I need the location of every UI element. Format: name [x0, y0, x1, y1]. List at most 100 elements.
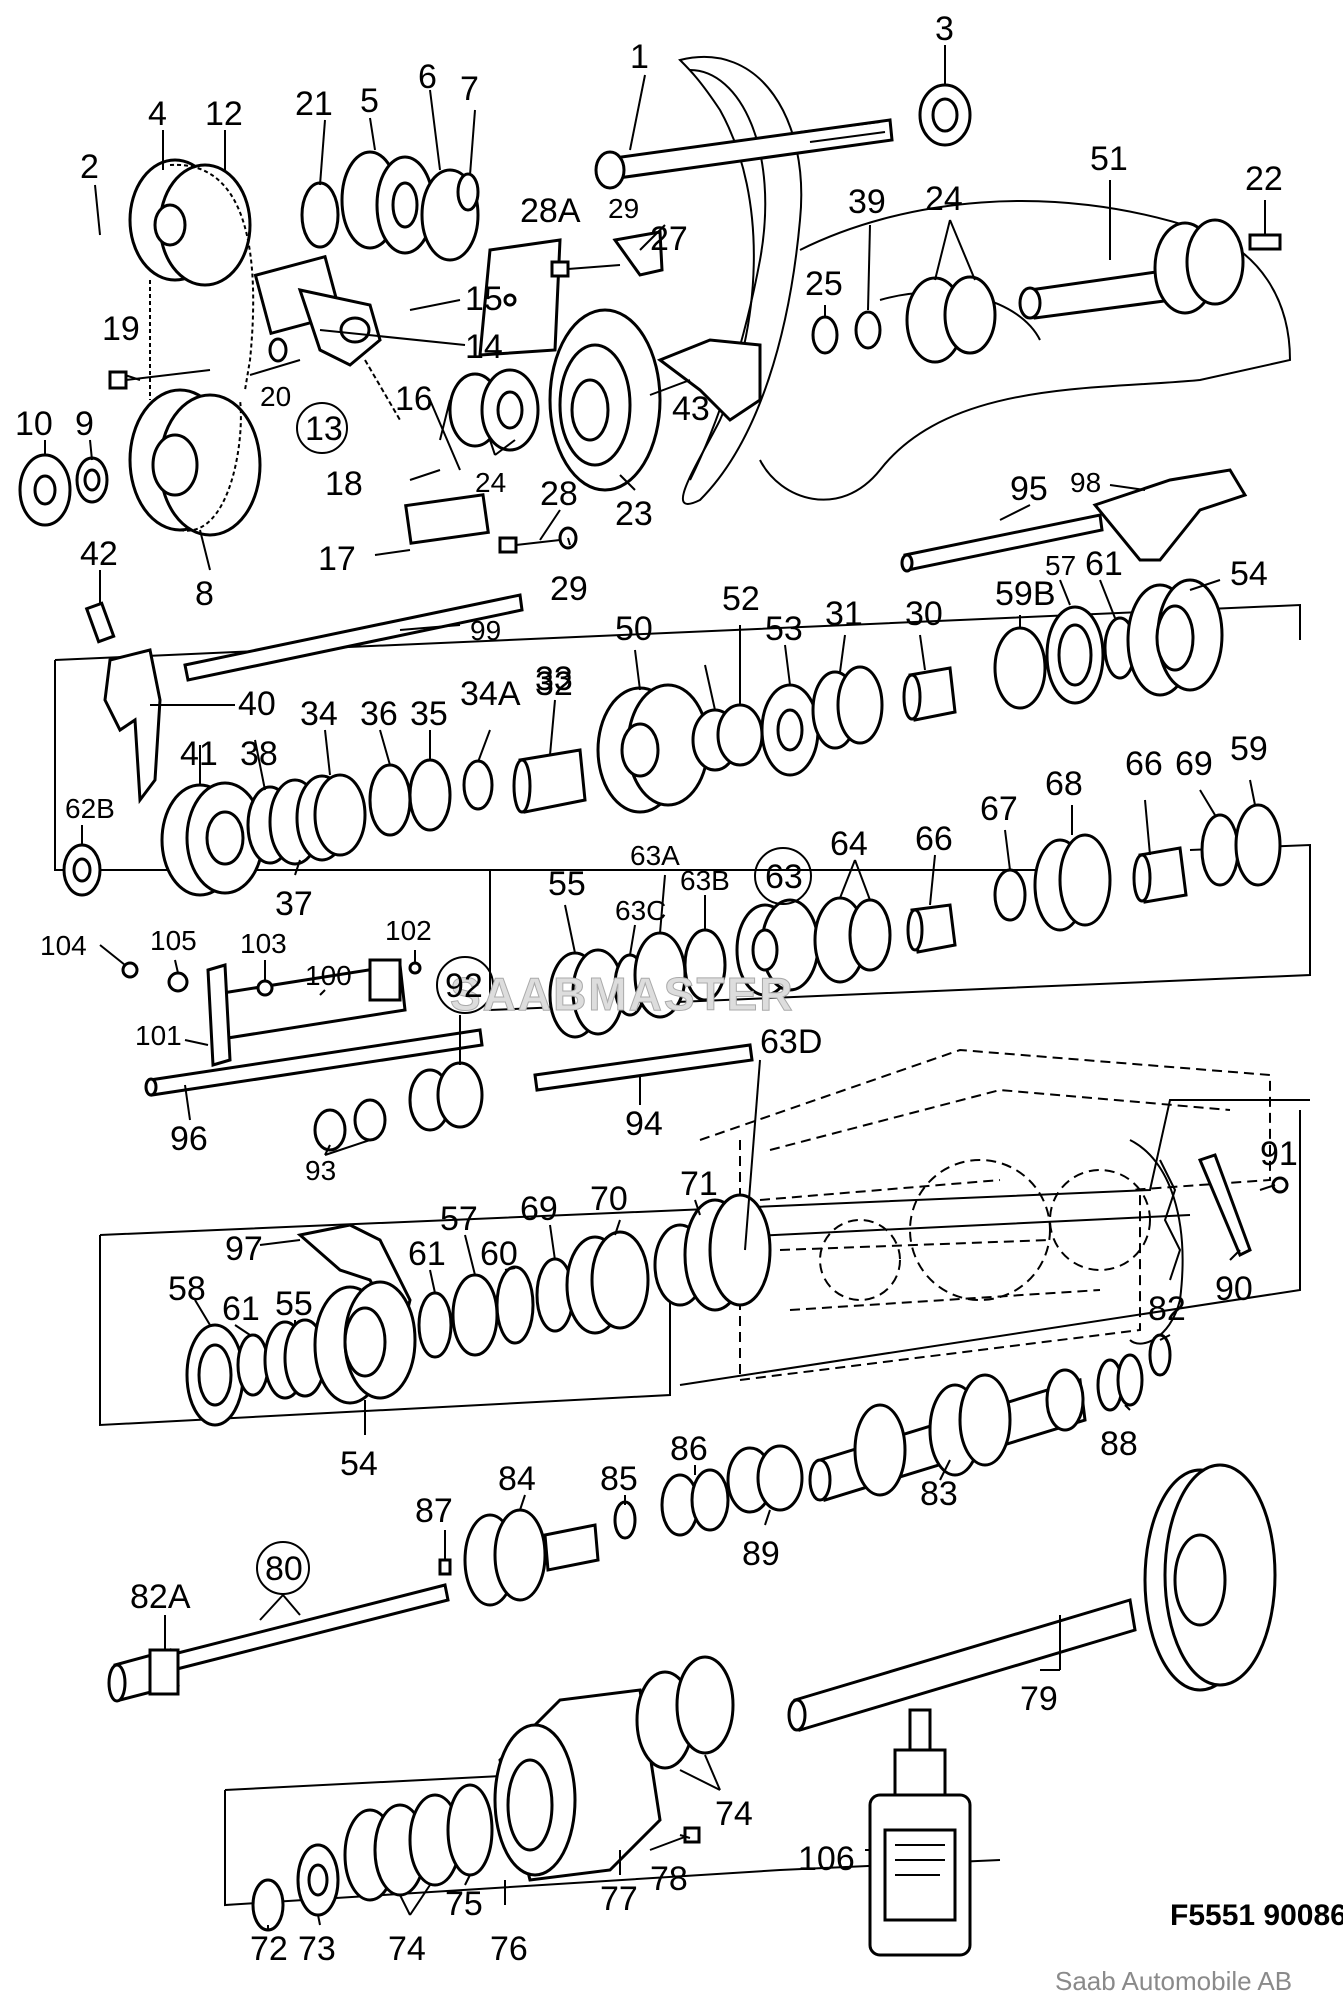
label-circle-13: [296, 402, 348, 454]
part-number-labels: 1 2 3 4 12 21 5 6 7 28A 29 27 15 14 19 2…: [15, 10, 1298, 1968]
rail-99: [183, 593, 524, 682]
label-63a: 63A: [630, 840, 680, 871]
label-24-left: 24: [475, 467, 506, 498]
washer-82: [1148, 1333, 1172, 1377]
label-55-top: 55: [548, 865, 586, 903]
label-38: 38: [240, 735, 278, 773]
pin-102: [408, 961, 422, 975]
watermark-text: SAABMASTER: [450, 968, 795, 1020]
label-94: 94: [625, 1105, 663, 1143]
label-34: 34: [300, 695, 338, 733]
label-17: 17: [318, 540, 356, 578]
label-88: 88: [1100, 1425, 1138, 1463]
label-20: 20: [260, 381, 291, 412]
bearing-10: [18, 453, 72, 527]
bolt-78: [649, 1826, 701, 1851]
ring-57-lower: [451, 1273, 499, 1357]
label-31: 31: [825, 595, 863, 633]
label-52: 52: [722, 580, 760, 618]
shaft-51: [1018, 218, 1245, 320]
label-34a: 34A: [460, 675, 521, 713]
figure-code: F5551 90086: [1170, 1899, 1343, 1932]
label-55-lower: 55: [275, 1285, 313, 1323]
label-78: 78: [650, 1860, 688, 1898]
bushings-93: [313, 1098, 387, 1152]
bearing-88: [1096, 1353, 1144, 1412]
label-96: 96: [170, 1120, 208, 1158]
label-63: 63: [765, 858, 803, 896]
label-13: 13: [305, 410, 343, 448]
label-74-left: 74: [388, 1930, 426, 1968]
label-104: 104: [40, 930, 87, 961]
label-10: 10: [15, 405, 53, 443]
pin-87: [438, 1558, 452, 1576]
label-93: 93: [305, 1155, 336, 1186]
label-101: 101: [135, 1020, 182, 1051]
pin-42: [84, 601, 116, 644]
sprocket-upper: [128, 158, 252, 287]
label-35: 35: [410, 695, 448, 733]
label-43: 43: [672, 390, 710, 428]
label-66-mid: 66: [915, 820, 953, 858]
label-42: 42: [80, 535, 118, 573]
label-2: 2: [80, 148, 99, 186]
label-37: 37: [275, 885, 313, 923]
label-7: 7: [460, 70, 479, 108]
rail-96: [144, 1028, 484, 1097]
label-71: 71: [680, 1165, 718, 1203]
label-18: 18: [325, 465, 363, 503]
shaft-80: [168, 1583, 450, 1672]
label-76: 76: [490, 1930, 528, 1968]
label-59b: 59B: [995, 575, 1056, 613]
label-64: 64: [830, 825, 868, 863]
label-40: 40: [238, 685, 276, 723]
label-61-left: 61: [222, 1290, 260, 1328]
label-67: 67: [980, 790, 1018, 828]
label-79: 79: [1020, 1680, 1058, 1718]
label-28: 28: [540, 475, 578, 513]
label-63c: 63C: [615, 895, 666, 926]
label-61-mid: 61: [408, 1235, 446, 1273]
label-24-right: 24: [925, 180, 963, 218]
bushing-86: [660, 1468, 730, 1537]
label-90: 90: [1215, 1270, 1253, 1308]
ring-60: [495, 1265, 535, 1345]
label-circle-63: [754, 847, 812, 905]
nut-103: [256, 979, 274, 997]
label-66-right: 66: [1125, 745, 1163, 783]
label-84: 84: [498, 1460, 536, 1498]
clip-27: [612, 230, 664, 277]
bushing-66-right: [1132, 846, 1188, 904]
sleeve-54-lower: [313, 1280, 417, 1405]
bolt-19: [108, 369, 211, 390]
fork-43: [656, 338, 762, 422]
drive-chain: [149, 163, 255, 532]
label-92: 92: [445, 967, 483, 1005]
sealant-bottle-106: [868, 1708, 972, 1957]
label-15: 15: [465, 280, 503, 318]
label-68: 68: [1045, 765, 1083, 803]
bearing-24-left: [448, 368, 540, 452]
label-69-lower: 69: [520, 1190, 558, 1228]
label-22: 22: [1245, 160, 1283, 198]
bearing-50: [596, 683, 710, 814]
label-58: 58: [168, 1270, 206, 1308]
flange-23: [548, 308, 662, 492]
ring-35: [408, 758, 452, 832]
label-21: 21: [295, 85, 333, 123]
ring-61-mid: [417, 1291, 453, 1359]
label-69-top: 69: [1175, 745, 1213, 783]
label-89: 89: [742, 1535, 780, 1573]
ring-72: [251, 1878, 285, 1932]
label-51: 51: [1090, 140, 1128, 178]
label-25: 25: [805, 265, 843, 303]
bushing-66-mid: [906, 903, 957, 954]
label-14: 14: [465, 328, 503, 366]
label-63d: 63D: [760, 1023, 822, 1061]
label-3: 3: [935, 10, 954, 48]
label-6: 6: [418, 58, 437, 96]
bracket-90: [1197, 1153, 1252, 1258]
label-86: 86: [670, 1430, 708, 1468]
bearing-24-right: [905, 275, 997, 364]
label-72: 72: [250, 1930, 288, 1968]
